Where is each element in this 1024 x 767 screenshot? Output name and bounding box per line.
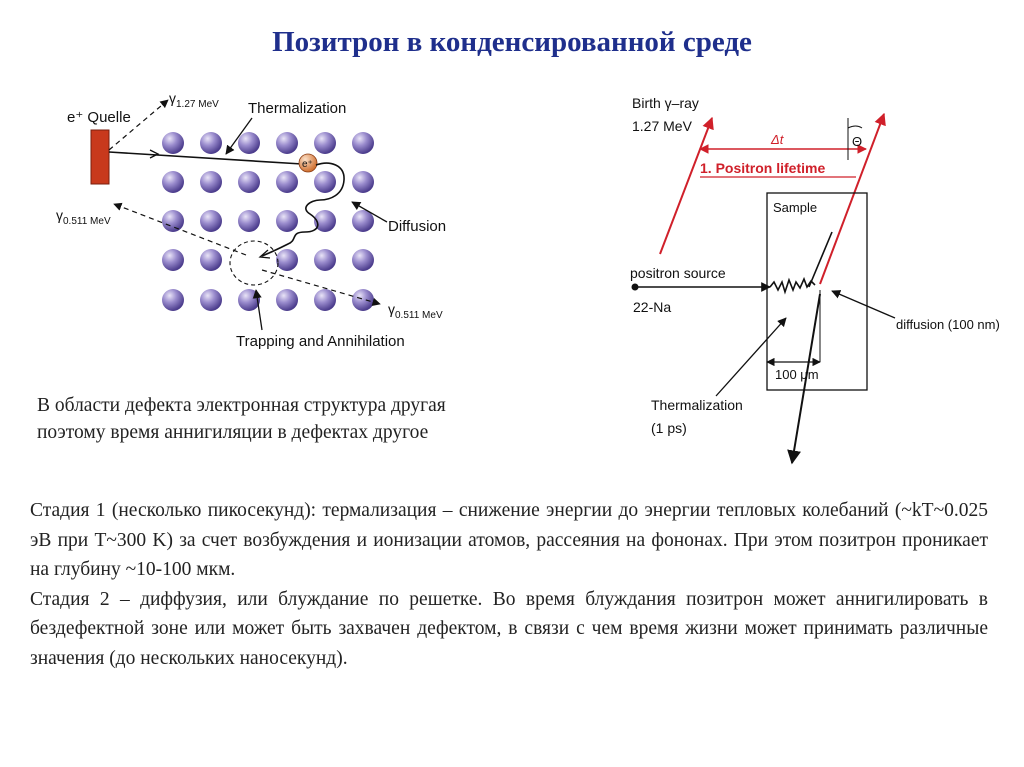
page-title: Позитрон в конденсированной среде bbox=[272, 26, 752, 58]
positron-path-line bbox=[108, 151, 303, 165]
birth-gamma-ray-right bbox=[819, 112, 886, 285]
thermalization-label: Thermalization bbox=[248, 100, 346, 117]
diffusion-zigzag bbox=[769, 276, 816, 295]
annihilation-ray-up bbox=[808, 231, 833, 288]
diffusion-nm-label: diffusion (100 nm) bbox=[896, 317, 1000, 332]
theta-label: Θ bbox=[852, 134, 862, 149]
diffusion-path bbox=[261, 162, 345, 257]
thermalization-time-label: (1 ps) bbox=[651, 420, 687, 436]
atom-lattice bbox=[162, 132, 374, 311]
thermalization-pointer bbox=[715, 317, 787, 397]
birth-ray-label: Birth γ–ray bbox=[632, 95, 699, 111]
defect-note-line-1: В области дефекта электронная структура … bbox=[37, 395, 446, 416]
annihilation-gamma-arrow-1 bbox=[113, 202, 247, 256]
defect-note: В области дефекта электронная структура … bbox=[37, 392, 597, 446]
isotope-label: 22-Na bbox=[633, 299, 671, 315]
birth-energy-label: 1.27 MeV bbox=[632, 118, 693, 134]
stage-2-paragraph: Стадия 2 – диффузия, или блуждание по ре… bbox=[30, 588, 988, 669]
gamma-birth-arrow bbox=[108, 99, 169, 151]
lifetime-label: 1. Positron lifetime bbox=[700, 160, 825, 176]
positron-source-block bbox=[90, 129, 110, 185]
defect-note-line-2: поэтому время аннигиляции в дефектах дру… bbox=[37, 422, 429, 443]
positron-symbol: e⁺ bbox=[302, 159, 313, 170]
birth-gamma-ray-left bbox=[659, 116, 714, 255]
source-label: e⁺ Quelle bbox=[67, 109, 131, 126]
annihilation-ray-down bbox=[787, 293, 821, 465]
source-point bbox=[631, 283, 639, 291]
stage-1-paragraph: Стадия 1 (несколько пикосекунд): термали… bbox=[30, 500, 988, 580]
delta-t-label: Δt bbox=[770, 132, 785, 147]
sample-box bbox=[766, 192, 868, 391]
diffusion-label: Diffusion bbox=[388, 218, 446, 235]
sample-label: Sample bbox=[773, 200, 817, 215]
positron-source-label: positron source bbox=[630, 265, 726, 281]
thermalization-right-label: Thermalization bbox=[651, 397, 743, 413]
trapping-site bbox=[229, 240, 279, 286]
positron-particle bbox=[298, 153, 318, 173]
body-text: Стадия 1 (несколько пикосекунд): термали… bbox=[30, 496, 988, 673]
annihilation-gamma-arrow-2 bbox=[261, 269, 381, 306]
depth-label: 100 μm bbox=[775, 367, 819, 382]
trapping-label: Trapping and Annihilation bbox=[236, 333, 405, 350]
